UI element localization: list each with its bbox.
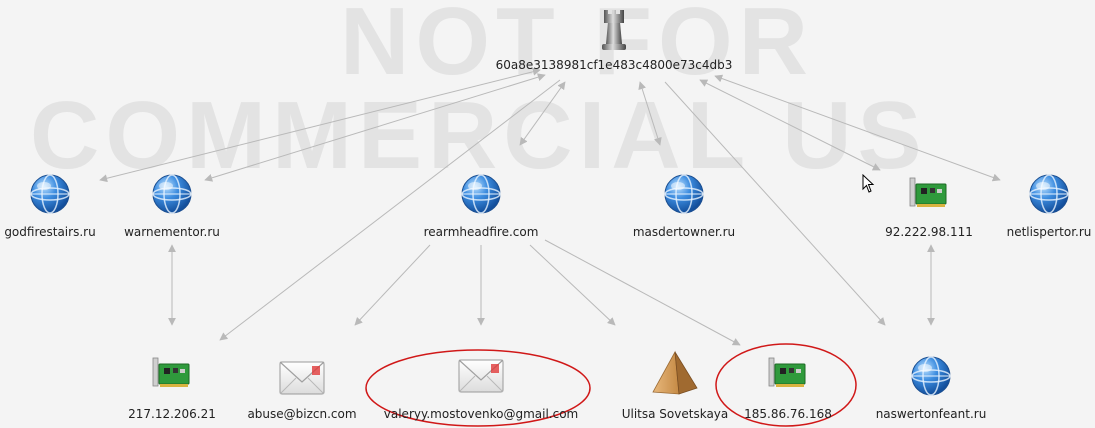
graph-edge xyxy=(519,81,566,146)
globe-icon[interactable] xyxy=(461,174,501,214)
node-label-warnementor: warnementor.ru xyxy=(124,225,220,239)
graph-edge xyxy=(99,67,541,183)
node-label-naswertonfeant: naswertonfeant.ru xyxy=(875,407,987,421)
mouse-cursor-icon xyxy=(862,174,875,193)
globe-icon[interactable] xyxy=(1029,174,1069,214)
pyramid-icon[interactable] xyxy=(652,351,698,395)
graph-edge xyxy=(354,244,431,326)
graph-edge xyxy=(219,79,561,341)
graph-edge xyxy=(664,81,886,326)
root-node-label: 60a8e3138981cf1e483c4800e73c4db3 xyxy=(495,58,733,72)
network-card-icon[interactable] xyxy=(152,357,190,388)
network-card-icon[interactable] xyxy=(768,357,806,388)
node-label-ip217: 217.12.206.21 xyxy=(128,407,216,421)
graph-edge xyxy=(529,244,616,326)
node-label-valeryy: valeryy.mostovenko@gmail.com xyxy=(383,407,579,421)
globe-icon[interactable] xyxy=(152,174,192,214)
envelope-icon[interactable] xyxy=(458,359,504,393)
node-label-godfirestairs: godfirestairs.ru xyxy=(4,225,96,239)
node-label-abuse: abuse@bizcn.com xyxy=(247,407,357,421)
globe-icon[interactable] xyxy=(30,174,70,214)
envelope-icon[interactable] xyxy=(279,361,325,395)
node-label-ip92: 92.222.98.111 xyxy=(885,225,973,239)
highlight-ellipse xyxy=(715,343,857,427)
globe-icon[interactable] xyxy=(911,356,951,396)
highlight-ellipse xyxy=(365,349,591,427)
node-label-netlispertor: netlispertor.ru xyxy=(1006,225,1092,239)
node-label-rearmheadfire: rearmheadfire.com xyxy=(423,225,539,239)
rook-chess-icon[interactable] xyxy=(602,10,626,50)
network-card-icon[interactable] xyxy=(909,177,947,208)
graph-edge xyxy=(699,79,881,171)
node-label-masdertowner: masdertowner.ru xyxy=(632,225,736,239)
graph-edge xyxy=(714,74,1001,182)
globe-icon[interactable] xyxy=(664,174,704,214)
graph-edge xyxy=(638,81,662,146)
node-label-ip185: 185.86.76.168 xyxy=(744,407,832,421)
node-label-ulitsa: Ulitsa Sovetskaya xyxy=(621,407,729,421)
graph-edge xyxy=(204,73,546,182)
graph-edge xyxy=(544,239,741,346)
